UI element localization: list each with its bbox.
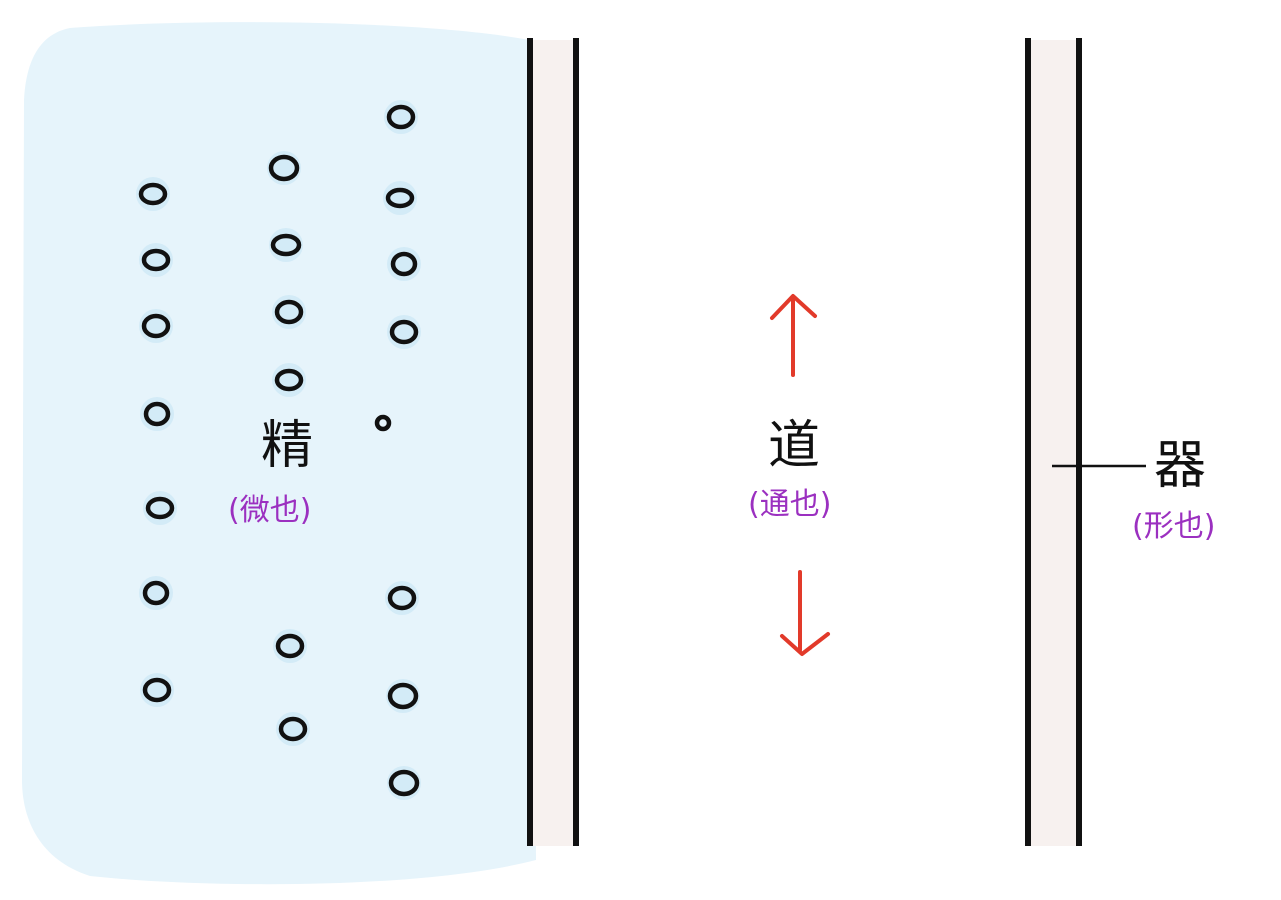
particle — [139, 243, 173, 277]
label-qi: 器 — [1154, 436, 1207, 496]
label-qi-note: (形也) — [1132, 509, 1216, 544]
particle — [383, 181, 417, 215]
arrow-down-icon — [780, 570, 830, 656]
right-wall — [1025, 38, 1082, 846]
particle — [386, 679, 420, 713]
particle — [140, 397, 174, 431]
label-dao: 道 — [768, 416, 821, 476]
label-jing: 精 — [261, 416, 314, 476]
particle — [387, 766, 421, 800]
particle — [272, 363, 306, 397]
particle — [267, 151, 301, 185]
particle — [143, 491, 177, 525]
particle-group — [136, 100, 421, 800]
left-wall — [527, 38, 579, 846]
arrow-up-icon — [770, 294, 817, 377]
particle — [269, 228, 303, 262]
particle — [387, 247, 421, 281]
label-jing-note: (微也) — [228, 493, 312, 528]
particle — [140, 673, 174, 707]
particle — [139, 576, 173, 610]
label-dao-note: (通也) — [748, 487, 832, 522]
fluid-region — [22, 22, 536, 885]
particle — [374, 414, 392, 432]
particle — [276, 712, 310, 746]
particle — [272, 295, 306, 329]
particle — [139, 309, 173, 343]
particle — [273, 629, 307, 663]
particle — [384, 100, 418, 134]
particle — [385, 581, 419, 615]
particle — [387, 315, 421, 349]
particle — [136, 177, 170, 211]
